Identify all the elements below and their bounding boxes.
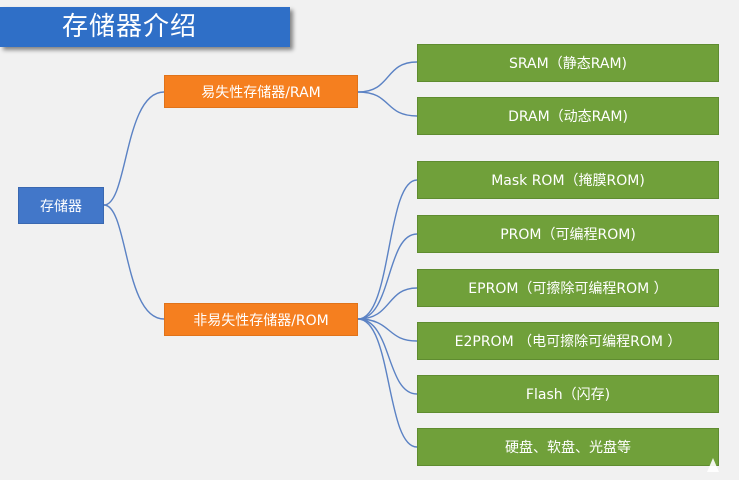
connector-rom-mask (357, 179, 418, 320)
slide-title: 存储器介绍 (0, 7, 290, 47)
leaf-e2prom: E2PROM （电可擦除可编程ROM ） (417, 322, 719, 360)
leaf-prom: PROM（可编程ROM) (417, 215, 719, 253)
leaf-flash: Flash（闪存) (417, 375, 719, 413)
connector-rom-flash (357, 318, 418, 395)
corner-arrow-icon (707, 458, 719, 472)
category-nonvolatile-rom: 非易失性存储器/ROM (164, 303, 358, 336)
leaf-disk: 硬盘、软盘、光盘等 (417, 428, 719, 466)
connector-root-rom (103, 204, 165, 320)
connector-rom-eprom (357, 287, 418, 320)
connector-root-ram (103, 91, 165, 206)
root-node-storage: 存储器 (18, 187, 104, 224)
leaf-dram: DRAM（动态RAM) (417, 97, 719, 135)
leaf-eprom: EPROM（可擦除可编程ROM ） (417, 269, 719, 307)
leaf-mask-rom: Mask ROM（掩膜ROM) (417, 161, 719, 199)
category-volatile-ram: 易失性存储器/RAM (164, 75, 358, 108)
connector-rom-prom (357, 233, 418, 320)
leaf-sram: SRAM（静态RAM) (417, 44, 719, 82)
connector-ram-sram (357, 61, 418, 93)
connector-ram-dram (357, 91, 418, 117)
connector-rom-disk (357, 318, 418, 448)
connector-rom-e2prom (357, 318, 418, 342)
